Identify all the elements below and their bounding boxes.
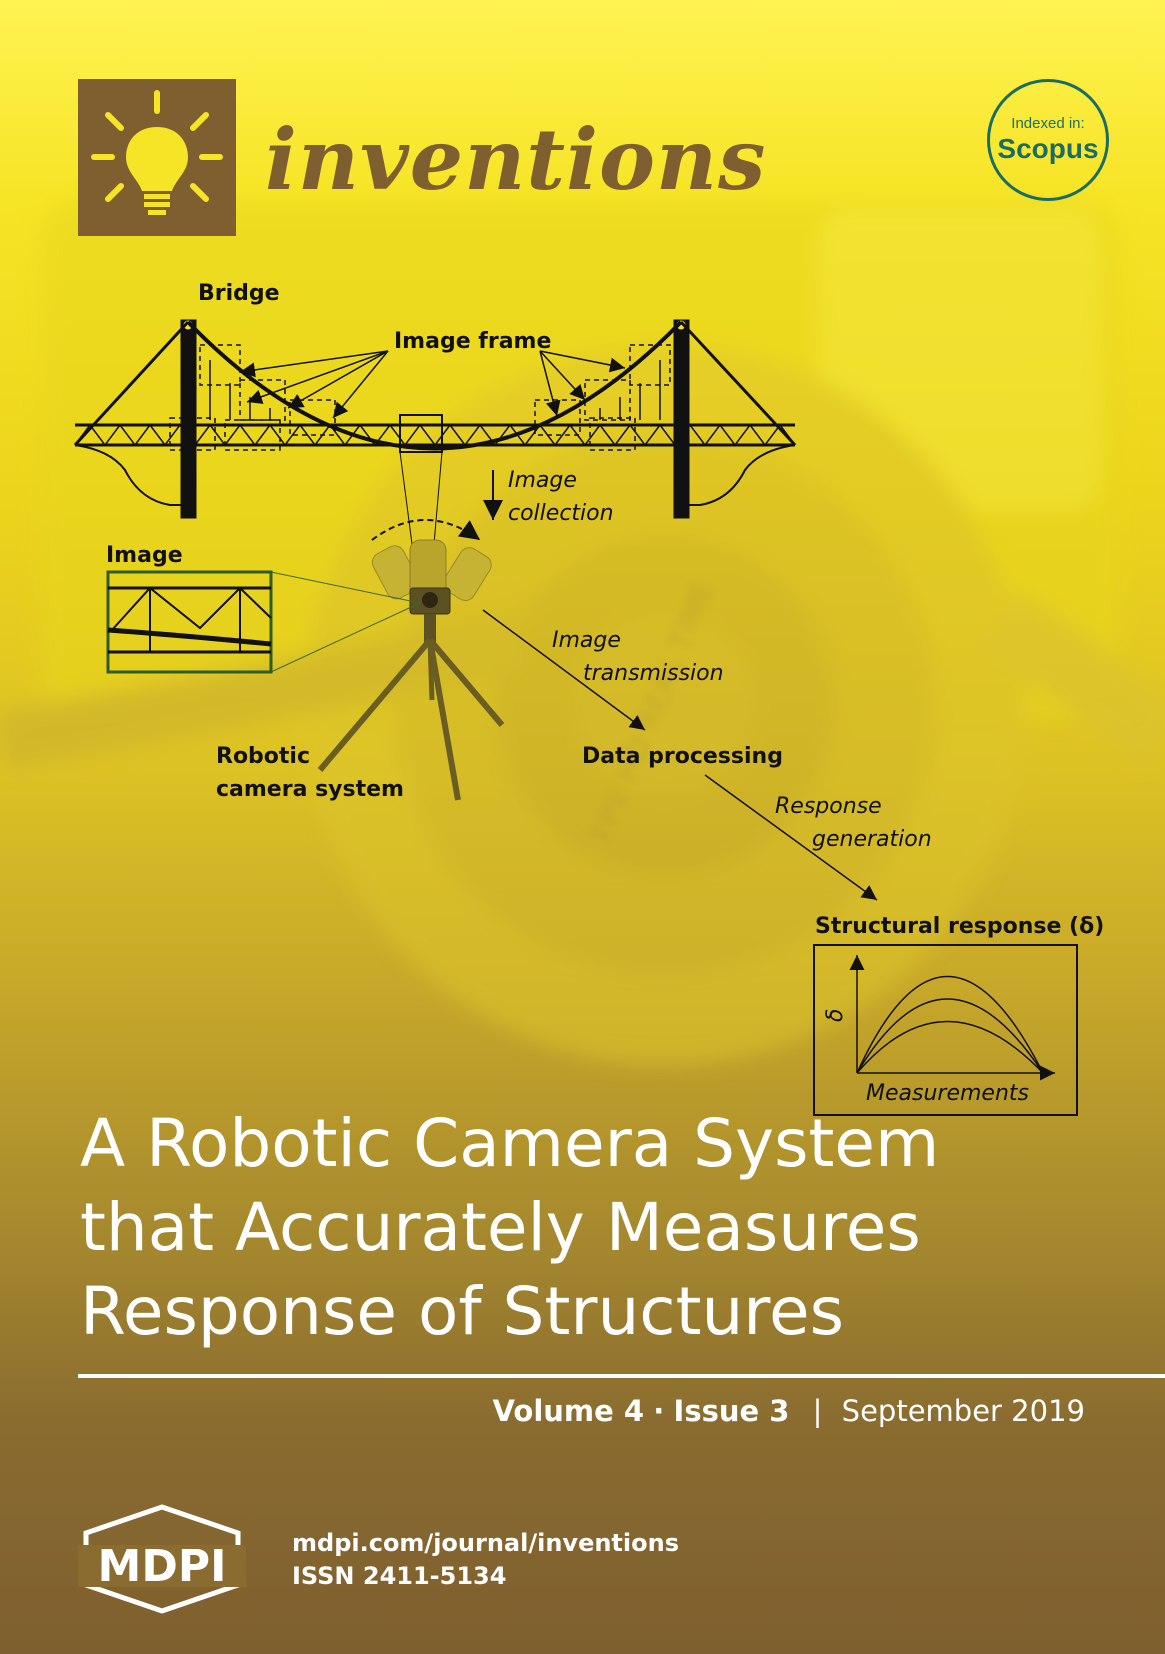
image-label: Image [106,543,183,568]
image-collection-label-1: Image [508,468,577,493]
journal-logo [78,79,236,236]
article-title-line-2: that Accurately Measures [80,1189,921,1266]
measurements-axis-label: Measurements [866,1081,1029,1106]
response-generation-label-2: generation [812,827,932,852]
bridge-label: Bridge [198,281,280,306]
bridge-drawing [73,319,797,591]
scopus-badge: Indexed in: Scopus [987,79,1109,201]
robotic-camera-tripod [317,539,505,801]
journal-url[interactable]: mdpi.com/journal/inventions [292,1529,679,1557]
image-transmission-label-1: Image [552,628,621,653]
lightbulb-icon [91,90,223,215]
publisher-info: mdpi.com/journal/inventions ISSN 2411-51… [292,1527,679,1593]
response-generation-arrow [704,774,878,901]
rotation-arc [371,519,481,541]
mdpi-logo: MDPI [78,1504,246,1614]
journal-name: inventions [265,110,767,209]
structural-response-graph [813,944,1078,1116]
issue-date: September 2019 [841,1394,1085,1428]
mdpi-logo-text: MDPI [98,1541,227,1592]
divider-rule [78,1374,1165,1378]
robotic-camera-label-1: Robotic [216,744,310,769]
volume-label: Volume 4 [492,1394,645,1428]
badge-indexed-label: Indexed in: [1011,115,1085,132]
image-transmission-label-2: transmission [583,661,724,686]
article-title: A Robotic Camera System that Accurately … [80,1102,1120,1354]
response-generation-label-1: Response [775,794,882,819]
image-collection-label-2: collection [508,501,614,526]
issue-label: Issue 3 [673,1394,790,1428]
robotic-camera-label-2: camera system [216,777,404,802]
structural-response-label: Structural response (δ) [815,914,1104,939]
image-frame-label: Image frame [394,329,551,354]
issn-label: ISSN 2411-5134 [292,1562,507,1590]
image-transmission-arrow [482,609,646,731]
issue-info: Volume 4 · Issue 3 | September 2019 [493,1394,1085,1428]
image-inset [106,570,421,674]
data-processing-label: Data processing [582,744,783,769]
article-title-line-1: A Robotic Camera System [80,1105,940,1182]
badge-scopus-label: Scopus [997,133,1099,164]
article-title-line-3: Response of Structures [80,1273,844,1350]
issue-divider: | [812,1394,823,1428]
issue-dot: · [653,1394,665,1428]
delta-axis-label: δ [823,1009,848,1022]
